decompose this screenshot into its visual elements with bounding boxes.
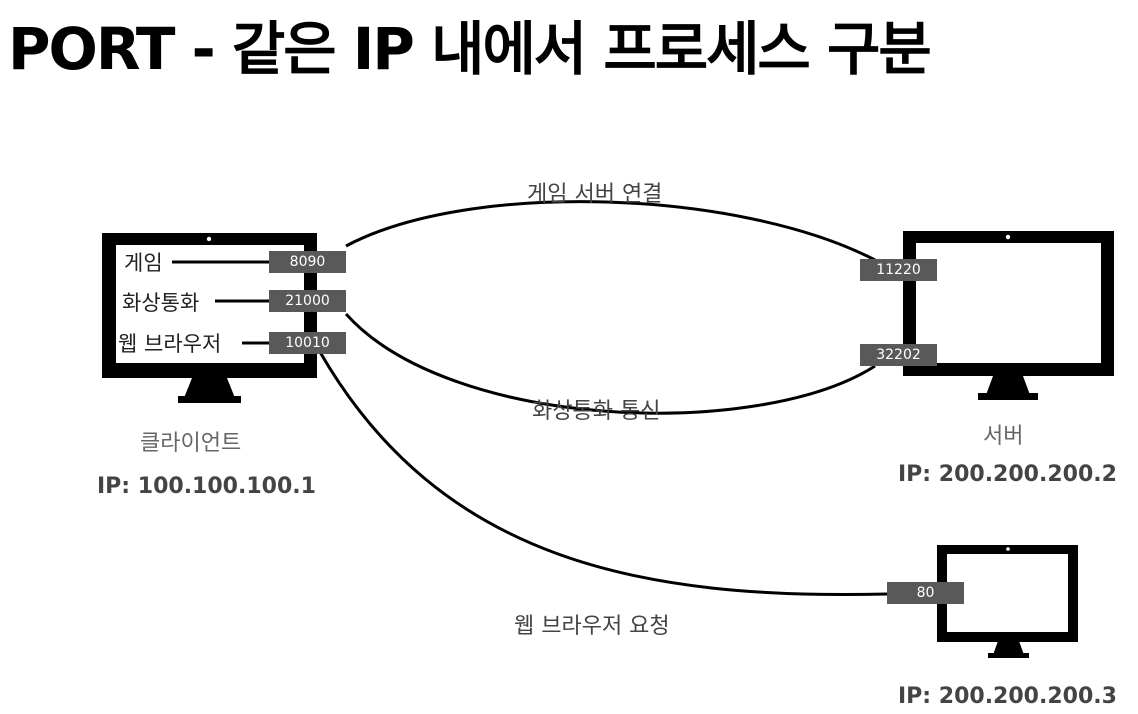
web-request-connection-line (318, 351, 889, 597)
client-monitor-icon (102, 233, 317, 403)
server-monitor-icon (903, 231, 1114, 400)
web-server-monitor-icon (937, 545, 1078, 658)
game-connection-line (345, 200, 876, 262)
video-call-connection-line (344, 312, 876, 415)
page-title: PORT - 같은 IP 내에서 프로세스 구분 (8, 15, 932, 83)
